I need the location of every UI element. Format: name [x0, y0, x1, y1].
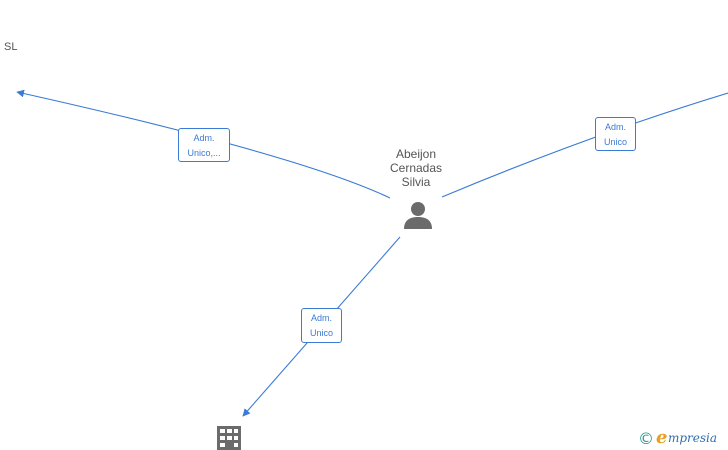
edge-label-right-line1: Adm.	[604, 122, 626, 132]
copyright-symbol: ©	[638, 429, 654, 448]
brand-initial: e	[656, 427, 668, 448]
person-name-line2: Cernadas	[389, 161, 443, 175]
person-icon[interactable]	[403, 201, 433, 230]
edge-label-left-line1: Adm.	[193, 133, 215, 143]
edge-label-right[interactable]: Adm. Unico	[595, 117, 636, 151]
empresia-logo: © e mpresia	[638, 427, 728, 448]
person-name-line3: Silvia	[401, 175, 431, 189]
edge-line-right	[441, 92, 728, 198]
edge-label-right-line2: Unico	[603, 137, 627, 147]
person-node-label[interactable]: Abeijon Cernadas Silvia	[368, 147, 464, 189]
edge-label-left[interactable]: Adm. Unico,...	[178, 128, 230, 162]
edge-line-left	[16, 89, 391, 199]
building-icon[interactable]	[217, 426, 241, 450]
company-node-label[interactable]: SL	[4, 41, 18, 53]
edge-label-left-line2: Unico,...	[187, 148, 221, 158]
person-name-line1: Abeijon	[395, 147, 437, 161]
edge-label-down-line2: Unico	[309, 328, 333, 338]
brand-name: mpresia	[668, 431, 718, 445]
edge-label-down[interactable]: Adm. Unico	[301, 308, 342, 343]
edge-label-down-line1: Adm.	[310, 313, 332, 323]
